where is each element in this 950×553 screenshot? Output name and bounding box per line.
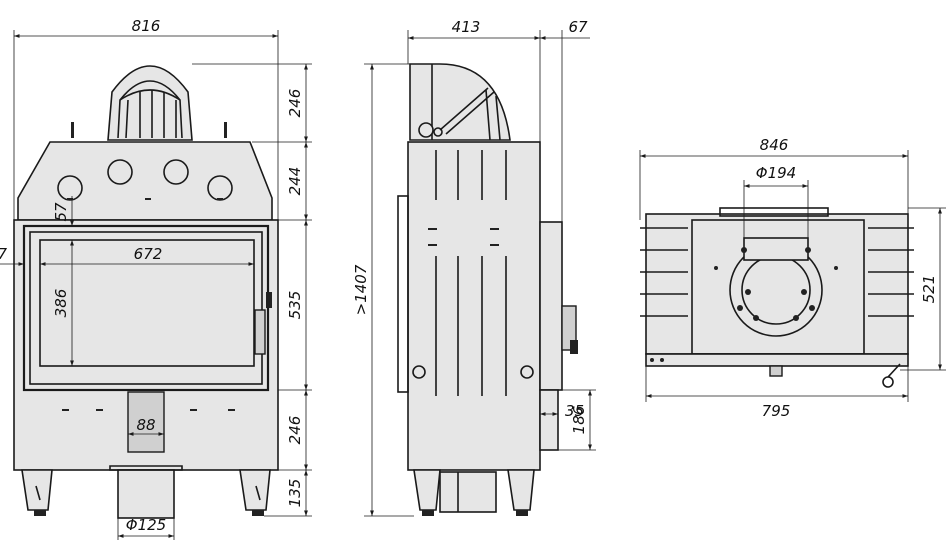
dim-413: 413 bbox=[452, 18, 481, 36]
side-body bbox=[407, 141, 541, 471]
dim-phi194: Φ194 bbox=[756, 164, 796, 182]
dim-35: 35 bbox=[565, 402, 584, 420]
front-view bbox=[13, 65, 279, 519]
top-knob bbox=[882, 376, 894, 388]
dim-135: 135 bbox=[286, 479, 304, 508]
glass-pane bbox=[39, 239, 255, 367]
air-outlets bbox=[57, 159, 233, 201]
side-bolt-left bbox=[412, 365, 426, 379]
dim-57: 57 bbox=[52, 202, 70, 222]
left-handle bbox=[71, 122, 74, 138]
top-body bbox=[645, 213, 909, 355]
dim-816: 816 bbox=[132, 17, 161, 35]
dim-67: 67 bbox=[568, 18, 588, 36]
front-flue-collar bbox=[107, 65, 193, 141]
top-dimensions: 846 Φ194 521 795 bbox=[639, 136, 946, 420]
side-view bbox=[397, 63, 578, 516]
top-view bbox=[640, 207, 914, 388]
side-intake-box bbox=[539, 389, 559, 451]
side-dimensions: 413 67 >1407 35 186 bbox=[352, 18, 596, 517]
dim-246-low: 246 bbox=[286, 416, 304, 445]
dim-phi125: Φ125 bbox=[126, 516, 166, 534]
dim-521: 521 bbox=[920, 275, 938, 304]
dim-386: 386 bbox=[52, 289, 70, 318]
side-door-edge bbox=[539, 221, 563, 391]
top-tab bbox=[769, 365, 783, 377]
side-legs bbox=[413, 469, 535, 516]
dim-87: 87 bbox=[0, 245, 7, 263]
dim-795: 795 bbox=[762, 402, 791, 420]
top-front-rail bbox=[645, 353, 909, 367]
dim-88: 88 bbox=[136, 416, 155, 434]
air-intake bbox=[127, 391, 165, 453]
dim-672: 672 bbox=[134, 245, 163, 263]
dim-1407: >1407 bbox=[352, 264, 370, 315]
right-handle bbox=[224, 122, 227, 138]
front-legs bbox=[21, 469, 271, 516]
dim-186: 186 bbox=[570, 406, 588, 435]
dim-535: 535 bbox=[286, 291, 304, 320]
side-bolt-right bbox=[520, 365, 534, 379]
side-flue-elbow bbox=[409, 63, 511, 141]
front-dimensions: 816 246 244 535 246 135 57 672 386 87 88 bbox=[0, 17, 312, 540]
dim-246-top: 246 bbox=[286, 89, 304, 118]
top-flue bbox=[729, 237, 823, 337]
side-handle bbox=[561, 305, 577, 351]
door-handle bbox=[254, 292, 272, 355]
dim-846: 846 bbox=[760, 136, 789, 154]
bottom-duct bbox=[117, 469, 175, 519]
dim-244: 244 bbox=[286, 167, 304, 196]
